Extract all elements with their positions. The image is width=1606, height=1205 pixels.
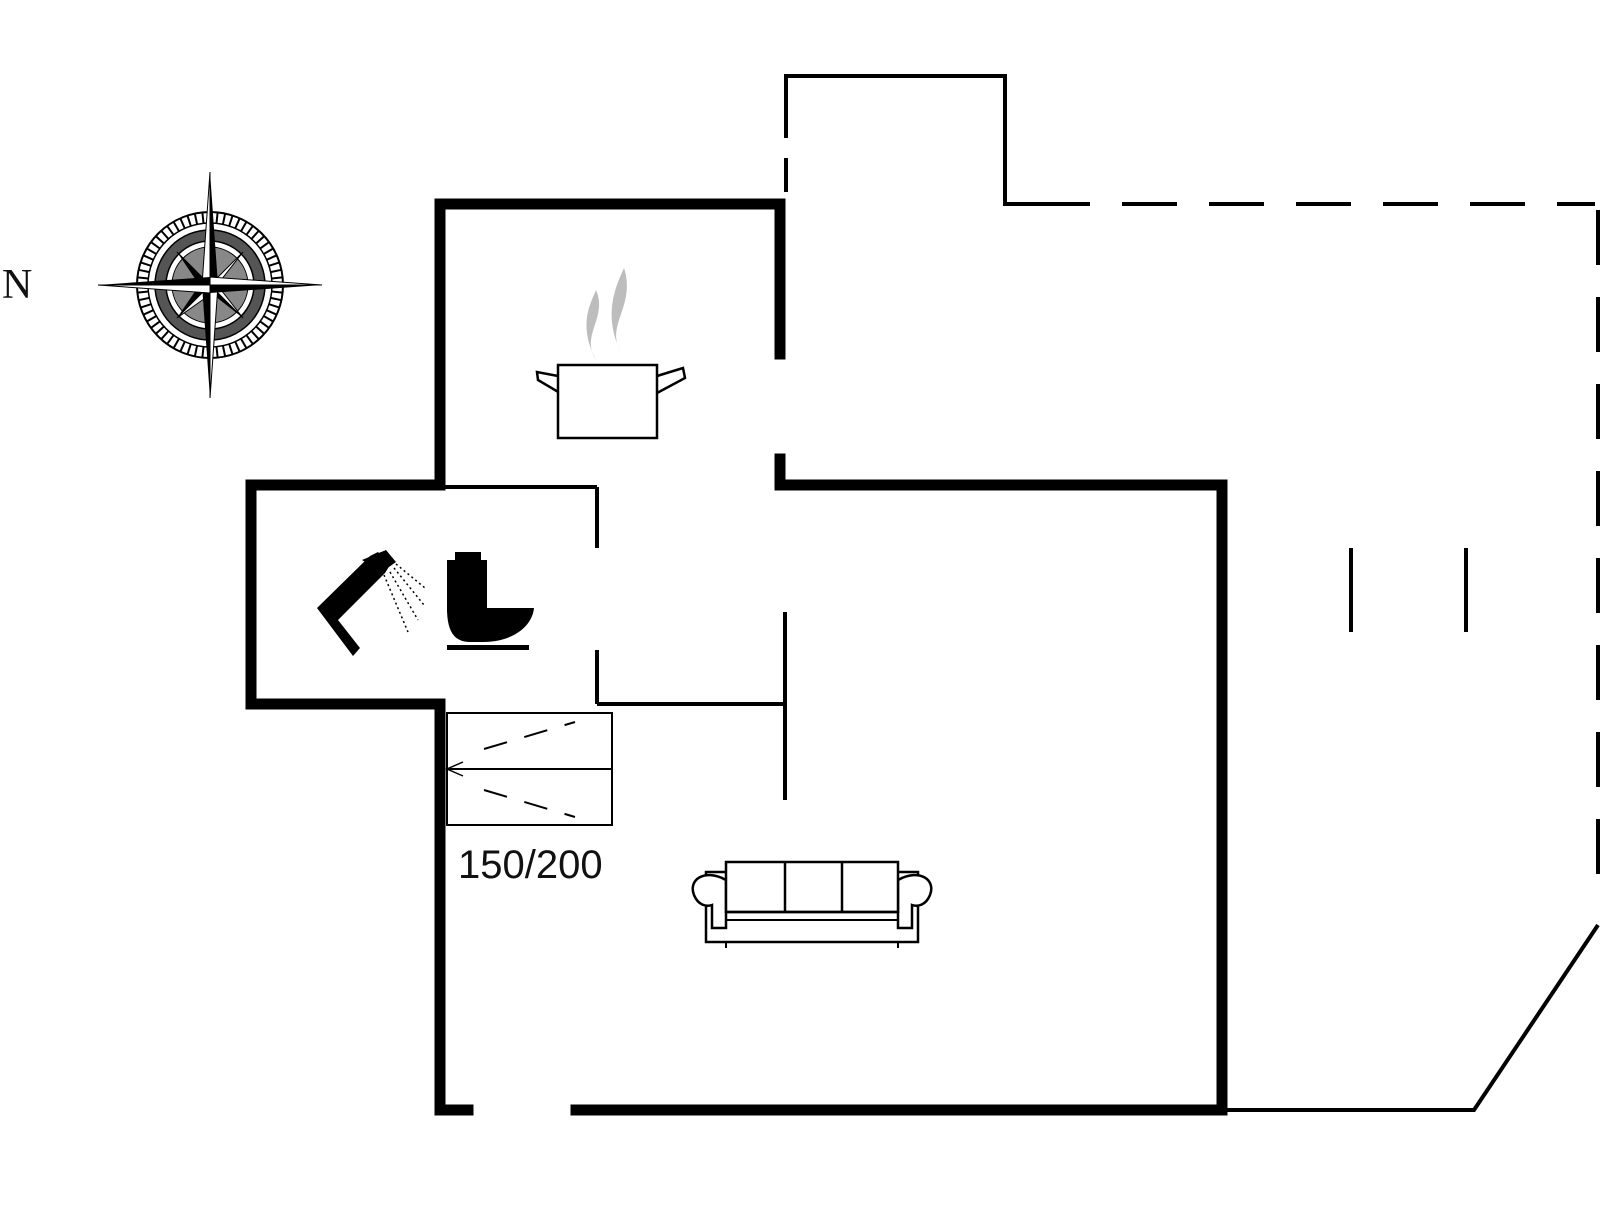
compass-tick: [160, 230, 170, 240]
compass-tick: [166, 225, 175, 236]
compass-tick: [193, 345, 199, 357]
compass-tick: [146, 315, 157, 323]
compass-tick: [271, 276, 283, 280]
kitchen-wall: [434, 198, 786, 491]
compass-tick: [140, 303, 152, 309]
compass-tick: [228, 215, 234, 227]
compass-tick: [172, 221, 180, 232]
compass-tick: [138, 296, 150, 302]
shower-head-icon: [317, 550, 426, 656]
compass-tick: [255, 235, 265, 245]
annex-outline: [784, 74, 1035, 206]
bathroom-outer-wall: [245, 479, 446, 710]
compass-tick: [255, 325, 265, 335]
compass-tick: [140, 261, 152, 267]
compass-tick: [270, 268, 282, 274]
compass-tick: [146, 247, 157, 255]
compass-tick: [221, 213, 227, 225]
bed-icon: [445, 712, 613, 826]
compass-tick: [142, 254, 154, 261]
bed-size-label: 150/200: [458, 843, 603, 887]
compass-tick: [138, 268, 150, 274]
compass-tick: [201, 212, 205, 224]
north-label: N: [2, 262, 32, 308]
compass-tick: [263, 247, 274, 255]
compass-tick: [193, 213, 199, 225]
interior-walls: [440, 485, 787, 800]
compass-tick: [240, 338, 248, 349]
compass-tick: [259, 320, 270, 329]
compass-tick: [137, 290, 149, 294]
toilet-icon: [447, 552, 534, 650]
compass-tick: [245, 225, 254, 236]
sofa-icon: [691, 860, 933, 948]
compass-tick: [160, 330, 170, 340]
compass-tick: [240, 221, 248, 232]
compass-tick: [266, 309, 278, 316]
walls: [245, 198, 1228, 1116]
compass-tick: [186, 343, 192, 355]
compass-tick: [150, 320, 161, 329]
compass-tick: [137, 276, 149, 280]
compass-tick: [215, 212, 219, 224]
compass-tick: [142, 309, 154, 316]
compass-tick: [268, 261, 280, 267]
compass-tick: [221, 345, 227, 357]
compass-tick: [201, 346, 205, 358]
compass-tick: [245, 334, 254, 345]
compass-tick: [172, 338, 180, 349]
compass-tick: [234, 217, 241, 229]
compass-tick: [266, 254, 278, 261]
living-room-wall: [570, 479, 1228, 1116]
compass-tick: [155, 325, 165, 335]
compass-tick: [228, 343, 234, 355]
compass-tick: [155, 235, 165, 245]
compass-tick: [263, 315, 274, 323]
compass-tick: [259, 241, 270, 250]
compass-tick: [166, 334, 175, 345]
compass-rose-icon: [97, 171, 323, 399]
compass-tick: [250, 330, 260, 340]
compass-tick: [186, 215, 192, 227]
compass-tick: [271, 290, 283, 294]
compass-tick: [234, 341, 241, 353]
compass-tick: [179, 341, 186, 353]
cooking-pot-icon: [535, 268, 687, 440]
compass-tick: [215, 346, 219, 358]
compass-tick: [270, 296, 282, 302]
compass-tick: [179, 217, 186, 229]
compass-tick: [268, 303, 280, 309]
terrace-outline: [1035, 202, 1600, 1112]
compass-tick: [250, 230, 260, 240]
compass-tick: [150, 241, 161, 250]
